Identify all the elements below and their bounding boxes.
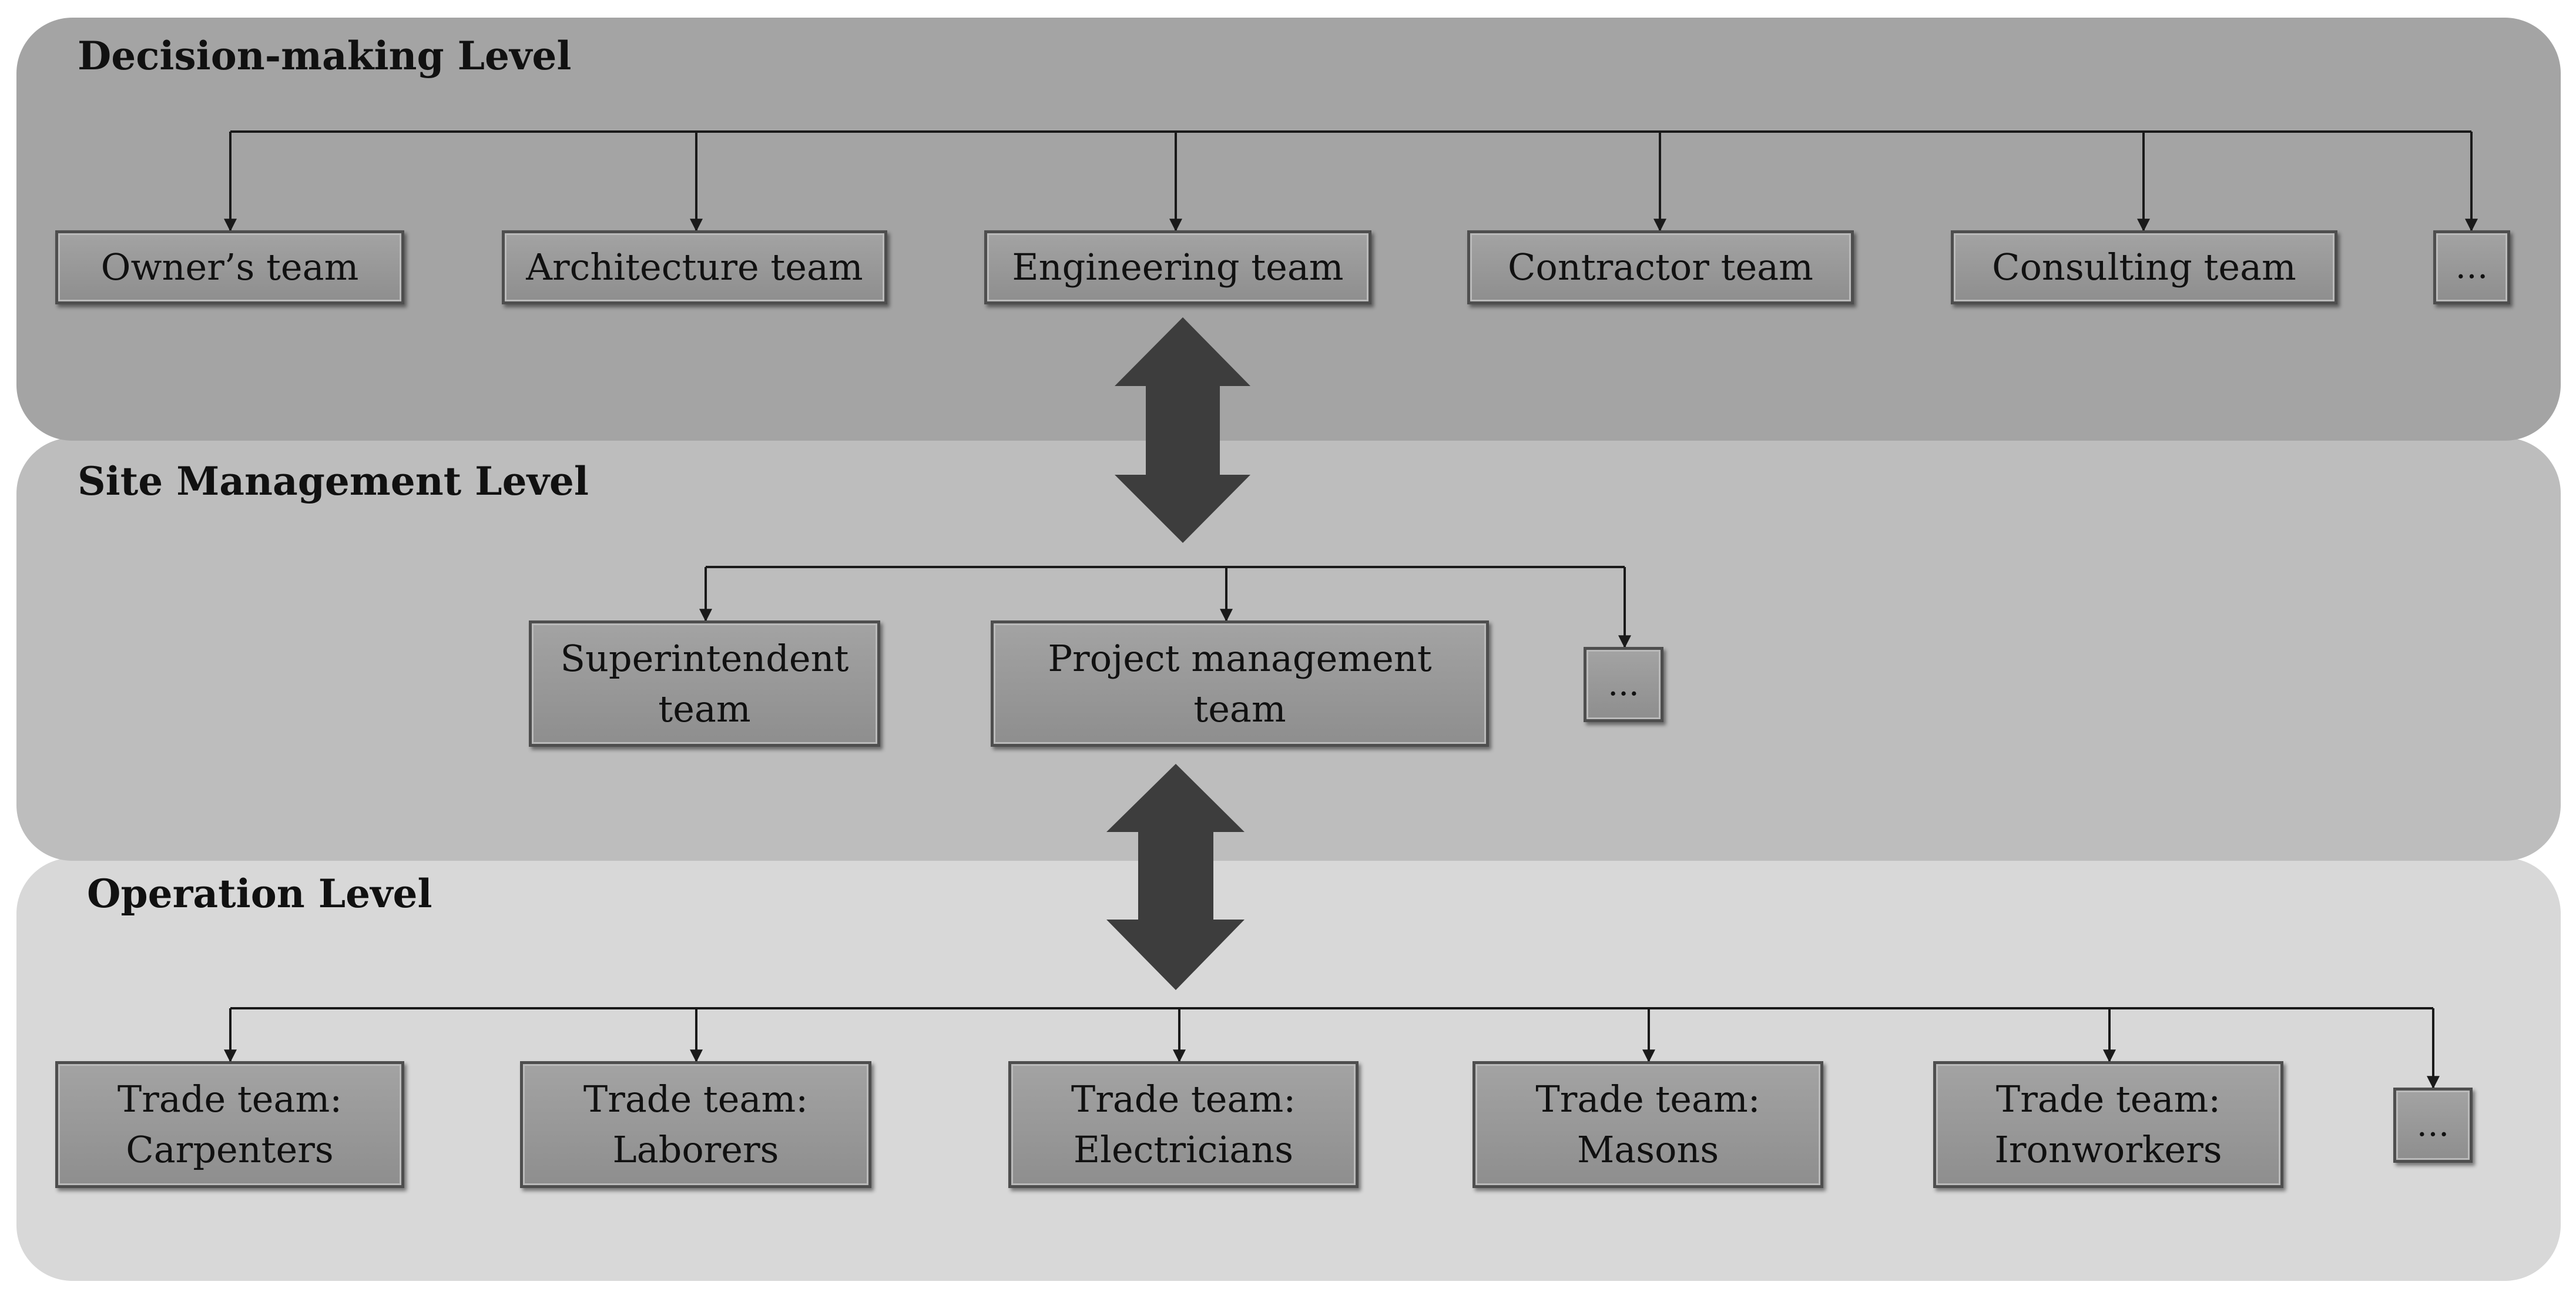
masons-trade-team-line-2: Masons bbox=[1577, 1128, 1719, 1171]
project-management-team-line-2: team bbox=[1193, 687, 1286, 730]
operation-level-title: Operation Level bbox=[87, 871, 432, 917]
electricians-trade-team-box: Trade team: Electricians bbox=[1008, 1061, 1359, 1188]
architecture-team-box: Architecture team bbox=[502, 230, 887, 304]
carpenters-trade-team-box: Trade team: Carpenters bbox=[55, 1061, 404, 1188]
laborers-trade-team-box: Trade team: Laborers bbox=[520, 1061, 871, 1188]
site-operation-double-arrow bbox=[1106, 764, 1245, 990]
masons-trade-team-box: Trade team: Masons bbox=[1473, 1061, 1823, 1188]
laborers-trade-team-line-1: Trade team: bbox=[583, 1078, 809, 1121]
ironworkers-trade-team-line-2: Ironworkers bbox=[1994, 1128, 2222, 1171]
contractor-team-box: Contractor team bbox=[1467, 230, 1854, 304]
decision-making-level-band bbox=[16, 18, 2561, 441]
decision-site-double-arrow bbox=[1115, 317, 1250, 543]
superintendent-team-box: Superintendent team bbox=[529, 620, 880, 747]
electricians-trade-team-line-1: Trade team: bbox=[1071, 1078, 1296, 1121]
ironworkers-trade-team-line-1: Trade team: bbox=[1995, 1078, 2221, 1121]
more-decision-teams-box: … bbox=[2433, 230, 2510, 304]
superintendent-team-line-1: Superintendent bbox=[560, 636, 849, 680]
masons-trade-team-line-1: Trade team: bbox=[1535, 1078, 1760, 1121]
owners-team-box: Owner’s team bbox=[55, 230, 404, 304]
superintendent-team-line-2: team bbox=[658, 687, 751, 730]
more-operation-teams-box: … bbox=[2393, 1088, 2473, 1163]
more-site-teams-box: ... bbox=[1584, 647, 1663, 722]
site-management-level-title: Site Management Level bbox=[78, 458, 589, 504]
ironworkers-trade-team-box: Trade team: Ironworkers bbox=[1933, 1061, 2283, 1188]
carpenters-trade-team-line-1: Trade team: bbox=[117, 1078, 343, 1121]
electricians-trade-team-line-2: Electricians bbox=[1073, 1128, 1294, 1171]
project-management-team-box: Project management team bbox=[991, 620, 1489, 747]
carpenters-trade-team-line-2: Carpenters bbox=[126, 1128, 334, 1171]
decision-making-level-title: Decision-making Level bbox=[78, 33, 572, 79]
engineering-team-box: Engineering team bbox=[984, 230, 1371, 304]
consulting-team-box: Consulting team bbox=[1951, 230, 2337, 304]
project-management-team-line-1: Project management bbox=[1048, 636, 1432, 680]
laborers-trade-team-line-2: Laborers bbox=[612, 1128, 779, 1171]
